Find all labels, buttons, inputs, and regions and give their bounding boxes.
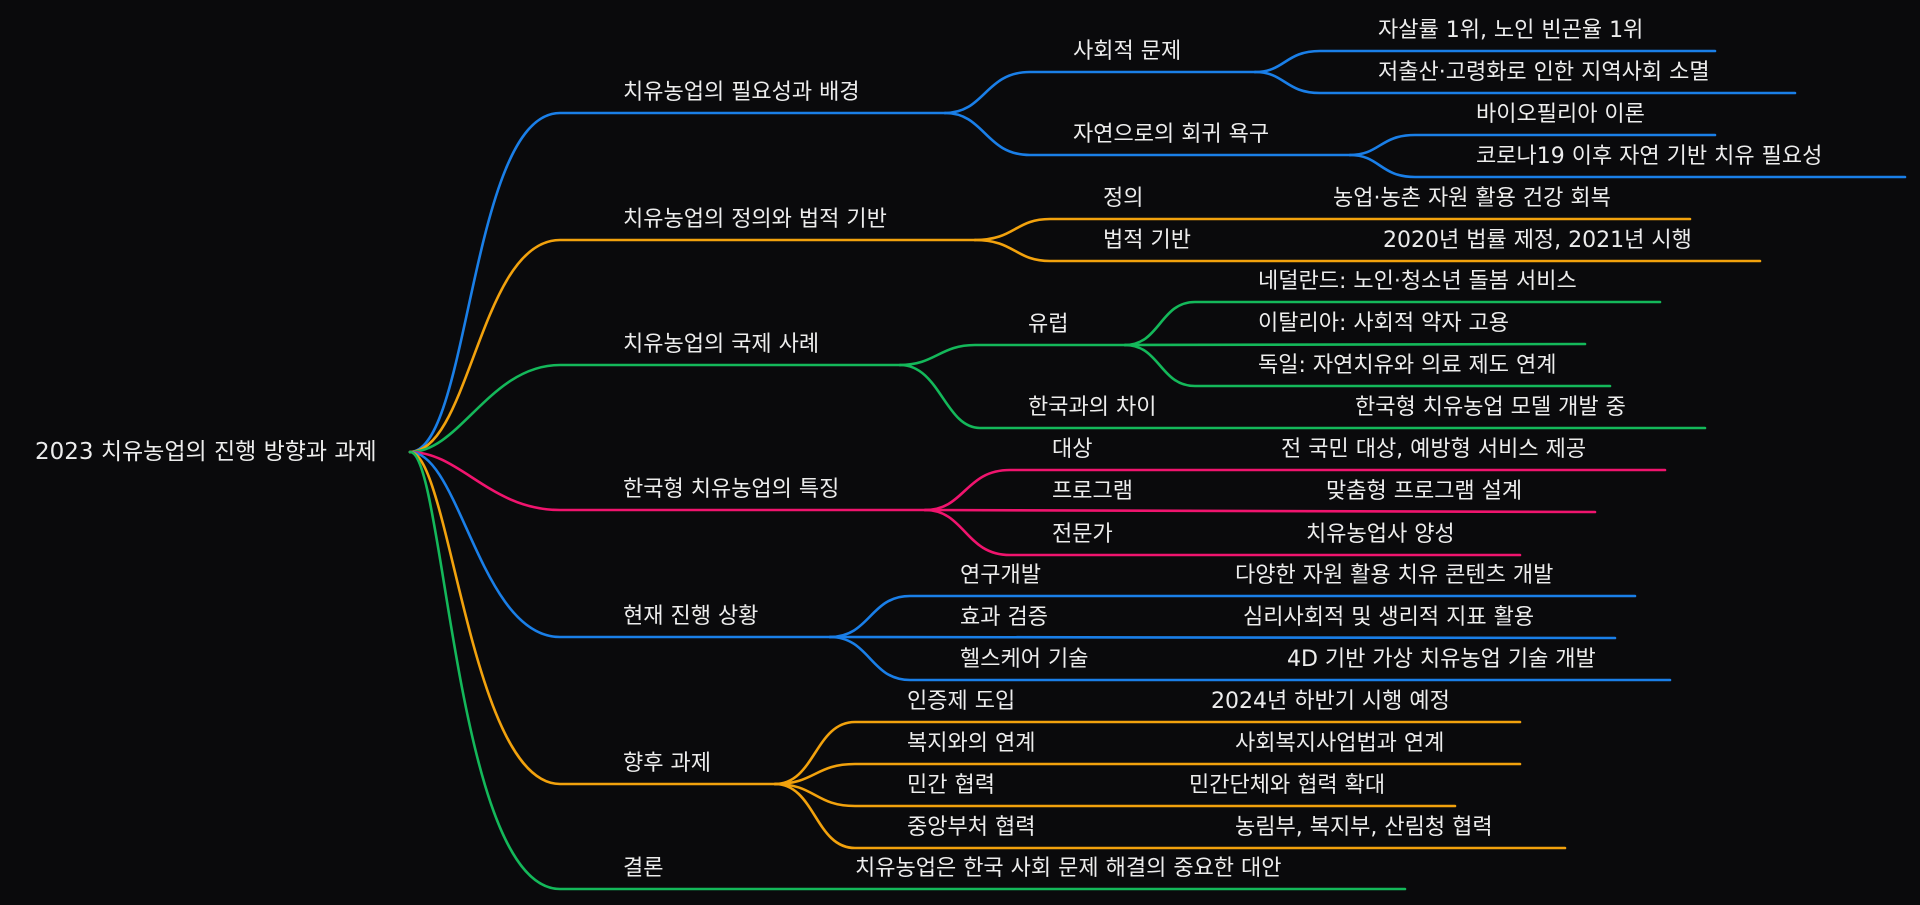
leaf-low-birth-aging[interactable]: 저출산·고령화로 인한 지역사회 소멸	[1378, 60, 1710, 85]
branch-2-connectors	[973, 217, 1762, 263]
node-ministry-coop[interactable]: 중앙부처 협력	[907, 815, 1036, 840]
branch-node-necessity[interactable]: 치유농업의 필요성과 배경	[623, 80, 860, 105]
link-b3-c2	[898, 363, 1707, 430]
link-b1-c1-g1	[1253, 49, 1717, 74]
leaf-rnd-text[interactable]: 다양한 자원 활용 치유 콘텐츠 개발	[1235, 563, 1554, 588]
leaf-covid-nature-healing[interactable]: 코로나19 이후 자연 기반 치유 필요성	[1476, 144, 1823, 169]
leaf-program-text[interactable]: 맞춤형 프로그램 설계	[1326, 479, 1523, 504]
node-effect-validation[interactable]: 효과 검증	[960, 605, 1048, 630]
node-program[interactable]: 프로그램	[1052, 479, 1133, 504]
leaf-ministry-text[interactable]: 농림부, 복지부, 산림청 협력	[1235, 815, 1493, 840]
branch-4-connectors	[923, 468, 1667, 557]
root-node[interactable]: 2023 치유농업의 진행 방향과 과제	[35, 439, 377, 465]
leaf-conclusion-text[interactable]: 치유농업은 한국 사회 문제 해결의 중요한 대안	[855, 856, 1282, 881]
link-root-b1	[408, 111, 947, 454]
link-root-b2	[408, 238, 977, 454]
link-b6-c3	[773, 782, 1457, 808]
link-root-b6	[408, 450, 777, 786]
node-legal-basis[interactable]: 법적 기반	[1103, 228, 1191, 253]
node-certification[interactable]: 인증제 도입	[907, 689, 1016, 714]
leaf-netherlands[interactable]: 네덜란드: 노인·청소년 돌봄 서비스	[1258, 269, 1577, 294]
link-root-b7	[408, 450, 1407, 891]
branch-node-korean-features[interactable]: 한국형 치유농업의 특징	[623, 477, 840, 502]
link-b3-c1	[898, 343, 1127, 367]
leaf-italy[interactable]: 이탈리아: 사회적 약자 고용	[1258, 311, 1510, 336]
node-return-to-nature[interactable]: 자연으로의 회귀 욕구	[1073, 122, 1270, 147]
node-rnd[interactable]: 연구개발	[960, 563, 1041, 588]
branch-1-connectors	[943, 49, 1907, 179]
branch-node-future-tasks[interactable]: 향후 과제	[623, 751, 711, 776]
link-b1-c2	[943, 111, 1352, 157]
link-b5-c3	[828, 635, 1672, 682]
branch-node-definition-legal[interactable]: 치유농업의 정의와 법적 기반	[623, 207, 887, 232]
link-b5-c2	[828, 635, 1617, 640]
node-europe[interactable]: 유럽	[1028, 312, 1069, 337]
link-b6-c4	[773, 782, 1567, 850]
node-target[interactable]: 대상	[1052, 437, 1093, 462]
link-root-b4	[408, 450, 927, 512]
link-b2-c2	[973, 238, 1762, 263]
branch-node-international[interactable]: 치유농업의 국제 사례	[623, 332, 820, 357]
link-root-b5	[408, 450, 832, 639]
link-b3-c1-g3	[1123, 343, 1612, 388]
branch-node-current-status[interactable]: 현재 진행 상황	[623, 604, 759, 629]
leaf-expert-text[interactable]: 치유농업사 양성	[1306, 522, 1455, 547]
link-b1-c1	[943, 70, 1257, 115]
leaf-germany[interactable]: 독일: 자연치유와 의료 제도 연계	[1258, 353, 1557, 378]
leaf-legal-text[interactable]: 2020년 법률 제정, 2021년 시행	[1383, 228, 1692, 253]
node-healthcare-tech[interactable]: 헬스케어 기술	[960, 647, 1089, 672]
link-b4-c3	[923, 508, 1522, 557]
link-b3-c1-g1	[1123, 300, 1662, 347]
node-welfare-link[interactable]: 복지와의 연계	[907, 731, 1036, 756]
leaf-welfare-text[interactable]: 사회복지사업법과 연계	[1235, 731, 1445, 756]
link-b1-c1-g2	[1253, 70, 1797, 95]
node-private-coop[interactable]: 민간 협력	[907, 773, 995, 798]
node-expert[interactable]: 전문가	[1052, 522, 1113, 547]
leaf-target-text[interactable]: 전 국민 대상, 예방형 서비스 제공	[1281, 437, 1587, 462]
leaf-certification-text[interactable]: 2024년 하반기 시행 예정	[1211, 689, 1450, 714]
node-social-problems[interactable]: 사회적 문제	[1073, 39, 1182, 64]
link-b4-c1	[923, 468, 1667, 512]
link-b4-c2	[923, 508, 1597, 514]
leaf-healthcare-text[interactable]: 4D 기반 가상 치유농업 기술 개발	[1287, 647, 1596, 672]
link-b6-c2	[773, 762, 1522, 786]
leaf-suicide-poverty[interactable]: 자살률 1위, 노인 빈곤율 1위	[1378, 18, 1644, 43]
link-b5-c1	[828, 594, 1637, 639]
root-connectors	[408, 111, 1407, 891]
branch-node-conclusion[interactable]: 결론	[623, 856, 664, 881]
link-b3-c1-g2	[1123, 342, 1587, 347]
node-difference-korea[interactable]: 한국과의 차이	[1028, 395, 1157, 420]
leaf-validation-text[interactable]: 심리사회적 및 생리적 지표 활용	[1243, 605, 1535, 630]
branch-6-connectors	[773, 720, 1567, 850]
leaf-private-text[interactable]: 민간단체와 협력 확대	[1189, 773, 1386, 798]
branch-3-connectors	[898, 300, 1707, 430]
link-root-b3	[408, 363, 902, 454]
branch-5-connectors	[828, 594, 1672, 682]
leaf-definition-text[interactable]: 농업·농촌 자원 활용 건강 회복	[1333, 186, 1611, 211]
link-b1-c2-g1	[1348, 133, 1717, 157]
leaf-biophilia[interactable]: 바이오필리아 이론	[1476, 102, 1645, 127]
link-b2-c1	[973, 217, 1692, 242]
link-b1-c2-g2	[1348, 153, 1907, 179]
leaf-korean-model[interactable]: 한국형 치유농업 모델 개발 중	[1355, 395, 1626, 420]
node-definition[interactable]: 정의	[1103, 186, 1144, 211]
link-b6-c1	[773, 720, 1522, 786]
